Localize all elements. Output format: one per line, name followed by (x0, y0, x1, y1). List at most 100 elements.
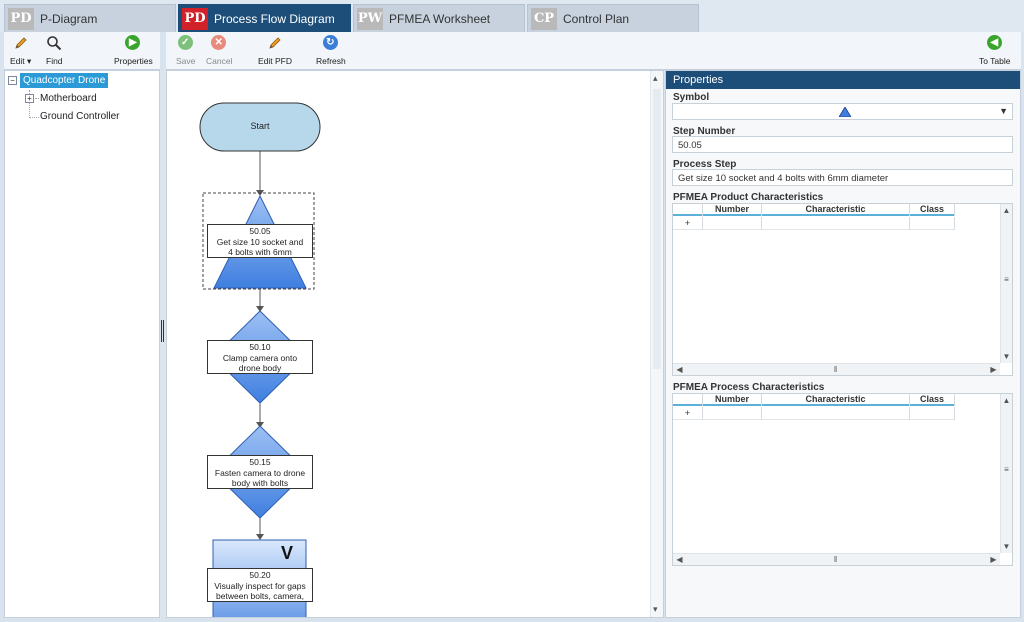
symbol-select[interactable]: ▼ (672, 103, 1013, 120)
tree-root-node[interactable]: − Quadcopter Drone (8, 73, 109, 88)
scroll-up-icon[interactable]: ▲ (1002, 206, 1011, 215)
refresh-label: Refresh (316, 56, 346, 66)
step-label-box[interactable]: 50.20 Visually inspect for gaps between … (207, 568, 313, 602)
process-characteristics-label: PFMEA Process Characteristics (673, 382, 825, 393)
to-table-label: To Table (979, 56, 1011, 66)
product-characteristics-grid[interactable]: Number Characteristic Class + ▲ ≡ ▼ ◀ ‖ … (672, 203, 1013, 376)
save-button[interactable]: ✓ Save (176, 35, 195, 66)
canvas-scrollbar[interactable]: ▴ ▾ (650, 71, 663, 617)
scroll-left-icon[interactable]: ◀ (676, 555, 683, 564)
drag-handle-icon[interactable] (161, 320, 164, 342)
cancel-label: Cancel (206, 56, 233, 66)
new-row[interactable]: + (673, 217, 955, 230)
start-terminator[interactable] (199, 102, 321, 152)
tree-connector (29, 90, 30, 118)
panel-splitter[interactable] (160, 70, 166, 618)
flow-canvas[interactable]: Start 50.05 Get size 10 socket and 4 bol… (166, 70, 664, 618)
tab-p-diagram[interactable]: PD P-Diagram (4, 4, 176, 32)
cell[interactable] (762, 217, 910, 230)
refresh-button[interactable]: ↻ Refresh (316, 35, 346, 66)
chevron-down-icon: ▾ (27, 56, 32, 66)
column-header-characteristic[interactable]: Characteristic (762, 394, 910, 406)
symbol-label: Symbol (673, 92, 710, 103)
product-characteristics-label: PFMEA Product Characteristics (673, 192, 824, 203)
step-number: 50.15 (249, 457, 271, 467)
to-table-button[interactable]: ◀ To Table (979, 35, 1011, 66)
tree-item-ground-controller[interactable]: Ground Controller (40, 111, 120, 122)
tab-control-plan[interactable]: CP Control Plan (527, 4, 699, 32)
scroll-down-icon[interactable]: ▾ (653, 604, 658, 614)
scroll-up-icon[interactable]: ▲ (1002, 396, 1011, 405)
cell[interactable] (703, 217, 762, 230)
properties-panel: Properties Symbol ▼ Step Number 50.05 Pr… (665, 70, 1021, 618)
scroll-grip-icon[interactable]: ‖ (833, 365, 838, 374)
collapse-icon[interactable]: − (8, 76, 17, 85)
tab-label: Process Flow Diagram (214, 11, 335, 26)
edit-pfd-button[interactable]: Edit PFD (258, 35, 292, 66)
search-icon (46, 35, 62, 51)
process-characteristics-grid[interactable]: Number Characteristic Class + ▲ ≡ ▼ ◀ ‖ … (672, 393, 1013, 566)
tree-item-motherboard[interactable]: Motherboard (40, 93, 97, 104)
step-text: Visually inspect for gaps (214, 580, 306, 591)
scroll-down-icon[interactable]: ▼ (1002, 542, 1011, 551)
cell[interactable] (762, 407, 910, 420)
tree-toolbar: Edit ▾ Find ▶ Properties (4, 32, 160, 70)
cell[interactable] (703, 407, 762, 420)
tree-connector (29, 117, 39, 118)
scroll-grip-icon[interactable]: ≡ (1004, 465, 1009, 474)
step-text: Fasten camera to drone (214, 467, 306, 478)
find-label: Find (46, 56, 63, 66)
process-step-field[interactable]: Get size 10 socket and 4 bolts with 6mm … (672, 169, 1013, 186)
cell[interactable] (910, 217, 955, 230)
arrowhead-icon (256, 306, 264, 312)
scroll-right-icon[interactable]: ▶ (990, 555, 997, 564)
step-number: 50.10 (249, 342, 271, 352)
scroll-down-icon[interactable]: ▼ (1002, 352, 1011, 361)
start-label: Start (250, 121, 270, 131)
step-label-box[interactable]: 50.15 Fasten camera to drone body with b… (207, 455, 313, 489)
grid-horizontal-scrollbar[interactable]: ◀ ‖ ▶ (673, 363, 1000, 375)
add-row-icon[interactable]: + (673, 217, 703, 230)
properties-button[interactable]: ▶ Properties (114, 35, 153, 66)
inspection-badge: V (281, 543, 294, 563)
cell[interactable] (910, 407, 955, 420)
column-header-number[interactable]: Number (703, 204, 762, 216)
column-header-number[interactable]: Number (703, 394, 762, 406)
step-number-field[interactable]: 50.05 (672, 136, 1013, 153)
cancel-button[interactable]: ✕ Cancel (206, 35, 232, 66)
scroll-grip-icon[interactable]: ≡ (1004, 275, 1009, 284)
scroll-right-icon[interactable]: ▶ (990, 365, 997, 374)
scroll-grip-icon[interactable]: ‖ (833, 555, 838, 564)
tree-connector (35, 98, 39, 99)
scroll-left-icon[interactable]: ◀ (676, 365, 683, 374)
tab-process-flow-diagram[interactable]: PD Process Flow Diagram (178, 4, 351, 32)
tab-pfmea-worksheet[interactable]: PW PFMEA Worksheet (353, 4, 525, 32)
check-icon: ✓ (177, 35, 193, 50)
step-text: between bolts, camera, (216, 591, 304, 601)
expand-icon[interactable]: + (25, 94, 34, 103)
grid-corner (673, 394, 703, 406)
scrollbar-thumb[interactable] (653, 89, 661, 369)
chevron-down-icon[interactable]: ▼ (999, 106, 1008, 116)
add-row-icon[interactable]: + (673, 407, 703, 420)
new-row[interactable]: + (673, 407, 955, 420)
step-label-box[interactable]: 50.05 Get size 10 socket and 4 bolts wit… (207, 224, 313, 258)
column-header-class[interactable]: Class (910, 204, 955, 216)
scroll-up-icon[interactable]: ▴ (653, 73, 658, 83)
find-button[interactable]: Find (46, 35, 63, 66)
column-header-characteristic[interactable]: Characteristic (762, 204, 910, 216)
edit-pfd-label: Edit PFD (258, 56, 293, 66)
column-header-class[interactable]: Class (910, 394, 955, 406)
grid-vertical-scrollbar[interactable]: ▲ ≡ ▼ (1000, 394, 1012, 553)
grid-vertical-scrollbar[interactable]: ▲ ≡ ▼ (1000, 204, 1012, 363)
step-label-box[interactable]: 50.10 Clamp camera onto drone body (207, 340, 313, 374)
grid-horizontal-scrollbar[interactable]: ◀ ‖ ▶ (673, 553, 1000, 565)
arrowhead-icon (256, 422, 264, 428)
arrowhead-icon (256, 534, 264, 540)
tree-root-label[interactable]: Quadcopter Drone (20, 73, 109, 88)
edit-button[interactable]: Edit ▾ (10, 35, 31, 67)
tab-label: P-Diagram (40, 11, 98, 26)
step-number-label: Step Number (673, 126, 736, 137)
step-text: body with bolts (231, 478, 289, 488)
